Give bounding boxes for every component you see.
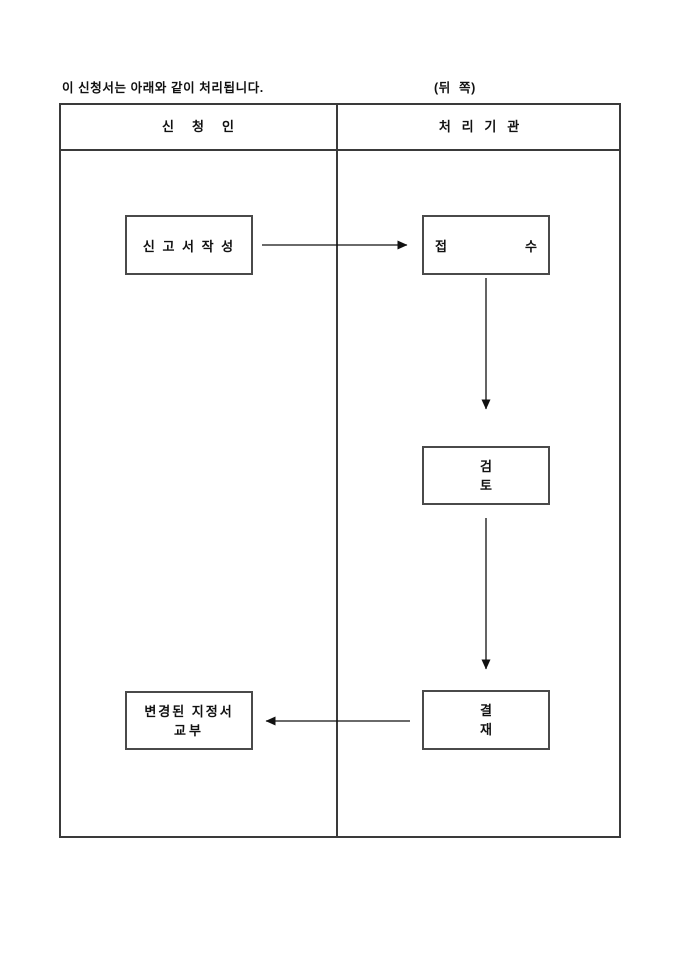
flow-box-receipt-label-left: 접 xyxy=(435,238,447,254)
back-side-label: (뒤 쪽) xyxy=(434,81,476,95)
flow-box-approval: 결 재 xyxy=(422,690,550,750)
flow-box-review-line1: 검 xyxy=(480,458,492,474)
flow-box-approval-line1: 결 xyxy=(480,703,492,718)
flow-box-issue-line2: 교부 xyxy=(174,722,204,738)
process-table-frame xyxy=(59,103,621,838)
table-header-underline xyxy=(59,149,621,151)
flow-box-review-line2: 토 xyxy=(480,477,492,493)
flow-box-receipt: 접 수 xyxy=(422,215,550,275)
flow-box-review: 검 토 xyxy=(422,446,550,505)
flow-box-issue-line1: 변경된 지정서 xyxy=(144,703,234,719)
processing-intro-text: 이 신청서는 아래와 같이 처리됩니다. xyxy=(62,81,264,95)
flow-box-write-report: 신 고 서 작 성 xyxy=(125,215,253,275)
header-processing-agency: 처 리 기 관 xyxy=(438,119,520,134)
table-column-divider xyxy=(336,103,338,838)
flow-box-receipt-label-right: 수 xyxy=(525,238,537,254)
header-applicant: 신 청 인 xyxy=(162,119,234,134)
flow-box-approval-line2: 재 xyxy=(480,722,492,737)
flow-box-write-report-label: 신 고 서 작 성 xyxy=(142,238,236,254)
flow-box-issue-designation: 변경된 지정서 교부 xyxy=(125,691,253,750)
